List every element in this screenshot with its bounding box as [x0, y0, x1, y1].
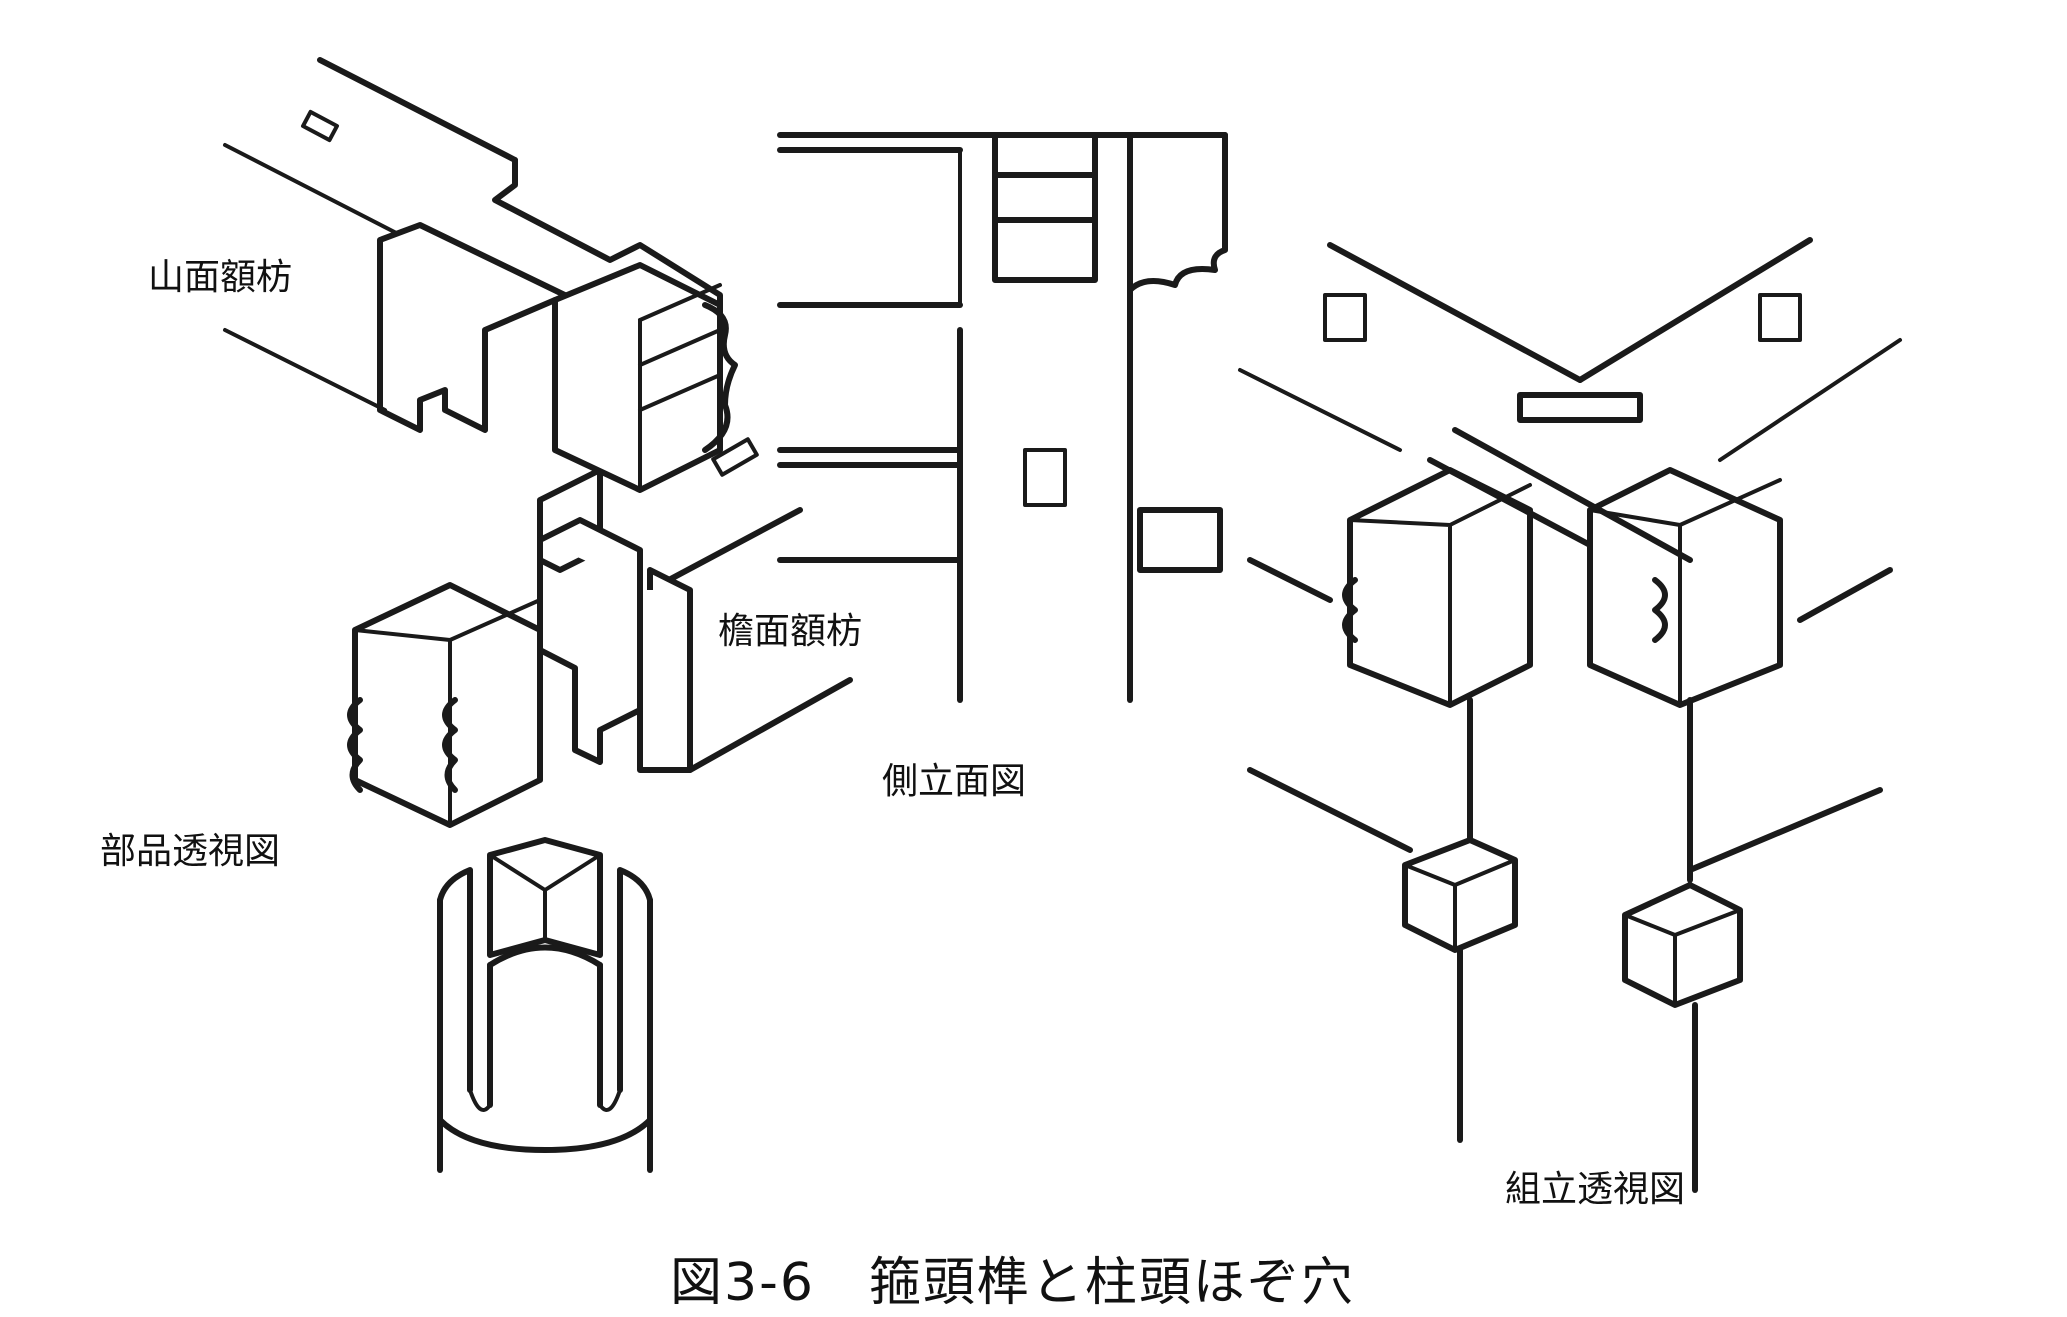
- gable-beam-label: 山面額枋: [148, 257, 293, 298]
- assembly-perspective-drawing: [1238, 237, 1902, 1193]
- side-elevation-label: 側立面図: [882, 761, 1027, 802]
- eave-beam-label: 檐面額枋: [718, 611, 863, 652]
- eave-beam-part: [347, 507, 853, 828]
- side-elevation-drawing: [777, 132, 1228, 703]
- parts-view-label: 部品透視図: [100, 831, 281, 872]
- figure-caption: 図3-6 箍頭榫と柱頭ほぞ穴: [670, 1253, 1355, 1313]
- gable-beam-part: [223, 57, 759, 573]
- parts-perspective-drawing: [223, 57, 853, 1173]
- assembly-view-label: 組立透視図: [1505, 1169, 1686, 1210]
- column-head-part: [437, 837, 653, 1173]
